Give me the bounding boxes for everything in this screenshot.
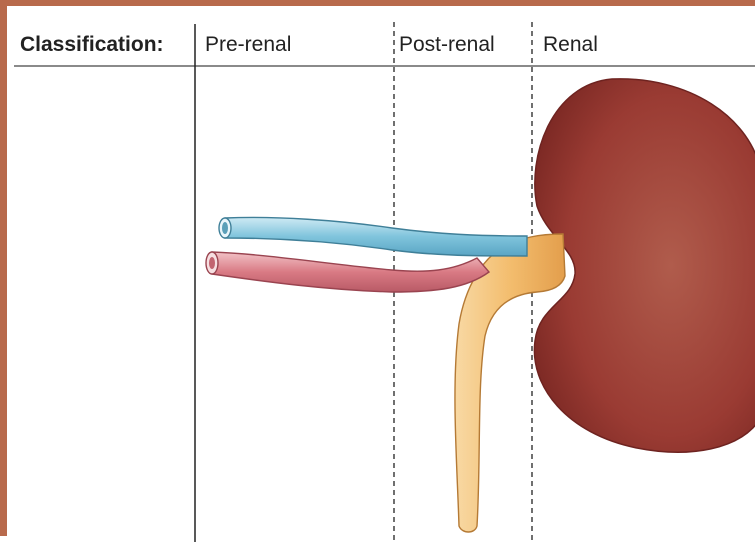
column-header-renal: Renal bbox=[543, 28, 598, 62]
kidney-illustration bbox=[534, 79, 755, 452]
renal-artery-icon bbox=[212, 252, 489, 292]
classification-diagram bbox=[7, 6, 755, 542]
classification-label: Classification: bbox=[20, 28, 164, 62]
column-header-pre-renal: Pre-renal bbox=[205, 28, 291, 62]
column-header-post-renal: Post-renal bbox=[399, 28, 495, 62]
renal-vein-icon bbox=[225, 217, 527, 256]
